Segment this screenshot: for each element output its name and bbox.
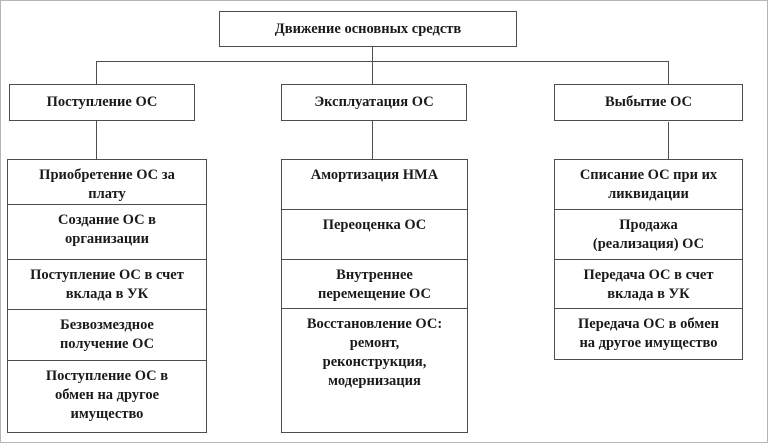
- stack-item: Безвозмездное получение ОС: [8, 309, 206, 360]
- stack-item: Приобретение ОС за плату: [39, 167, 175, 202]
- stack-item: Создание ОС в организации: [8, 204, 206, 259]
- stack-item: Поступление ОС в счет вклада в УК: [8, 259, 206, 309]
- stack-item: Внутреннее перемещение ОС: [282, 259, 467, 308]
- branch-header-ekspluataciya-os: Эксплуатация ОС: [281, 84, 467, 121]
- stack-item: Переоценка ОС: [282, 209, 467, 259]
- stack-item: Амортизация НМА: [310, 167, 439, 183]
- stack-vybytie-os: Списание ОС при их ликвидации Продажа (р…: [554, 159, 743, 360]
- root-node-title: Движение основных средств: [219, 11, 517, 47]
- stack-postuplenie-os: Приобретение ОС за плату Создание ОС в о…: [7, 159, 207, 433]
- stack-item: Списание ОС при их ликвидации: [579, 167, 718, 202]
- stack-item: Продажа (реализация) ОС: [555, 209, 742, 259]
- stack-item: Поступление ОС в обмен на другое имущест…: [8, 360, 206, 432]
- stack-item: Передача ОС в счет вклада в УК: [555, 259, 742, 308]
- branch-header-vybytie-os: Выбытие ОС: [554, 84, 743, 121]
- stack-item: Восстановление ОС: ремонт, реконструкция…: [282, 308, 467, 432]
- branch-header-postuplenie-os: Поступление ОС: [9, 84, 195, 121]
- stack-item: Передача ОС в обмен на другое имущество: [555, 308, 742, 359]
- stack-ekspluataciya-os: Амортизация НМА Переоценка ОС Внутреннее…: [281, 159, 468, 433]
